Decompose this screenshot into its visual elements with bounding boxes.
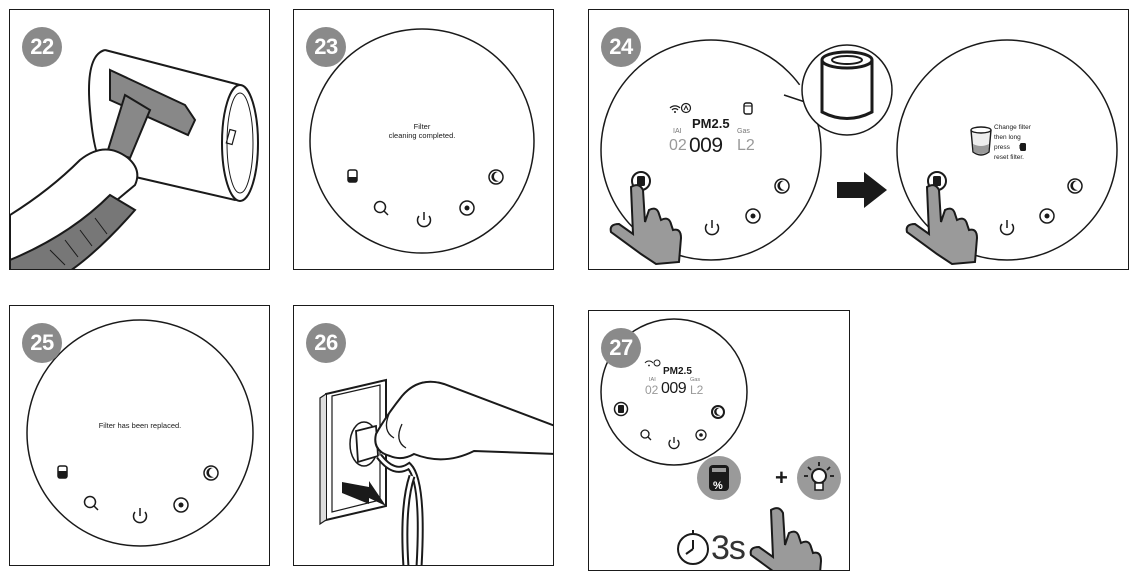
step-27-panel: 27 (588, 310, 850, 571)
pm-value: 009 (689, 134, 723, 157)
sleep-mode-icon (774, 178, 790, 194)
light-bulb-icon (797, 456, 841, 500)
wifi-icon (669, 105, 681, 113)
fan-speed-icon (1039, 208, 1055, 224)
insert-arrow (342, 481, 386, 506)
step-number-badge: 23 (306, 27, 346, 67)
filter-percent-label: % (713, 480, 723, 492)
fan-speed-icon (173, 497, 189, 513)
sleep-mode-icon (488, 169, 504, 185)
filter-cartridge-icon (820, 50, 874, 120)
sleep-mode-icon (711, 405, 725, 419)
plug-in-illustration (319, 378, 553, 565)
stopwatch-icon (677, 530, 709, 565)
iai-label: IAI (673, 128, 682, 135)
pm-title: PM2.5 (692, 116, 730, 131)
message-line: then long (994, 134, 1021, 141)
gas-value: L2 (690, 383, 704, 397)
filter-message: Filter cleaning completed. (372, 122, 472, 140)
step-23-panel: 23 Filter cleaning completed. (293, 9, 554, 270)
hold-duration: 3s (711, 529, 746, 567)
step-25-panel: 25 Filter has been replaced. (9, 305, 270, 566)
filter-reset-icon (347, 169, 358, 183)
change-filter-message: Change filter then long press to reset f… (994, 123, 1031, 163)
message-line: press to (994, 143, 1031, 153)
auto-mode-icon (83, 495, 99, 511)
message-word: to (1018, 144, 1025, 151)
iai-value: 02 (645, 383, 659, 397)
gas-label: Gas (690, 377, 701, 383)
message-line: cleaning completed. (388, 131, 456, 140)
step-22-panel: 22 (9, 9, 270, 270)
step-number-badge: 26 (306, 323, 346, 363)
vacuum-filter-illustration (10, 49, 259, 269)
sleep-mode-icon (1067, 178, 1083, 194)
message-line: Change filter (994, 124, 1031, 131)
step-24-panel: 24 (588, 9, 1129, 270)
gas-value: L2 (737, 137, 755, 154)
pointing-hand-icon (905, 184, 979, 266)
filter-glass-icon (970, 126, 992, 156)
power-icon (668, 437, 680, 450)
filter-reset-icon (613, 401, 629, 417)
control-panel-display (26, 319, 254, 547)
pm-title: PM2.5 (663, 366, 692, 377)
filter-inline-icon (1020, 143, 1026, 151)
fan-speed-icon (695, 429, 707, 441)
filter-percent-icon (697, 456, 741, 500)
filter-indicator-icon (743, 102, 753, 115)
filter-replaced-message: Filter has been replaced. (98, 421, 182, 430)
next-arrow (837, 172, 887, 208)
power-icon (999, 220, 1015, 236)
message-line: Filter (413, 122, 431, 131)
filter-reset-illustration (600, 39, 1118, 266)
auto-mode-icon (640, 429, 652, 441)
pointing-hand-icon (749, 507, 823, 570)
step-number-badge: 22 (22, 27, 62, 67)
step-number-badge: 27 (601, 328, 641, 368)
fan-speed-icon (745, 208, 761, 224)
power-icon (416, 212, 432, 228)
iai-value: 02 (669, 137, 687, 154)
plus-sign: + (775, 465, 788, 490)
fan-speed-icon (459, 200, 475, 216)
message-line: reset filter. (994, 154, 1024, 161)
control-panel-display (309, 28, 535, 254)
smart-sensor-icon (680, 102, 692, 114)
gas-label: Gas (737, 128, 750, 135)
power-icon (704, 220, 720, 236)
pointing-hand-icon (609, 184, 683, 266)
message-word: press (994, 144, 1010, 151)
sleep-mode-icon (203, 465, 219, 481)
child-lock-illustration (600, 318, 841, 570)
smart-sensor-icon (653, 359, 661, 367)
auto-mode-icon (373, 200, 389, 216)
iai-label: IAI (649, 377, 656, 383)
step-26-panel: 26 (293, 305, 554, 566)
pm-value: 009 (661, 380, 687, 397)
step-number-badge: 24 (601, 27, 641, 67)
filter-reset-icon (57, 465, 68, 479)
wifi-icon (644, 360, 654, 367)
power-icon (132, 508, 148, 524)
step-number-badge: 25 (22, 323, 62, 363)
